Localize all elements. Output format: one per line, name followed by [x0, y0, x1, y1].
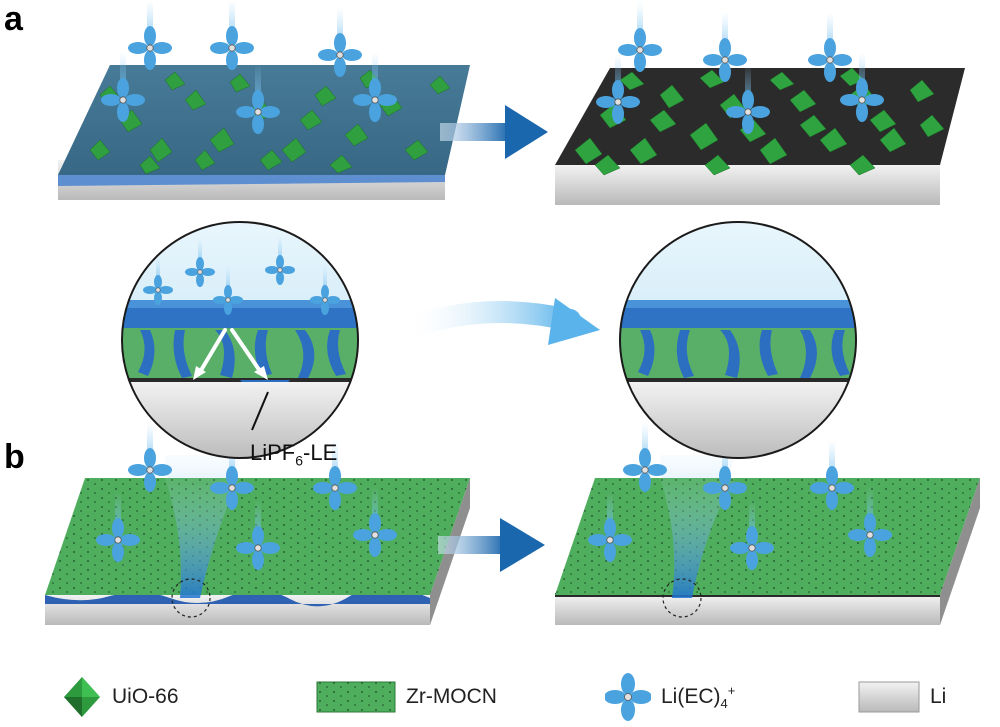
transform-arrow-b: [438, 518, 545, 572]
legend: UiO-66 Zr-MOCN Li(EC)4+ Li: [0, 672, 1000, 727]
panel-label-a: a: [4, 0, 23, 38]
green-dotted-slab-icon: [316, 681, 396, 713]
panel-a-left-slab: [58, 0, 470, 200]
legend-item-li: Li: [858, 672, 946, 722]
zoom-circle-right: [619, 221, 857, 459]
schematic-illustration: [45, 0, 980, 625]
transform-arrow-a: [440, 105, 548, 159]
panel-b-left-slab: [45, 421, 470, 625]
panel-b-right-slab: [555, 421, 980, 625]
panel-a-right-slab: [555, 1, 965, 205]
blue-flower-ion-icon: [605, 673, 651, 721]
grey-metal-block-icon: [858, 681, 920, 713]
legend-item-zrmocn: Zr-MOCN: [316, 672, 497, 722]
green-octahedron-icon: [64, 677, 100, 717]
legend-label-zrmocn: Zr-MOCN: [406, 685, 497, 708]
legend-item-uio66: UiO-66: [62, 672, 179, 722]
curved-arrow: [394, 298, 600, 345]
legend-item-liec4: Li(EC)4+: [605, 672, 735, 722]
legend-label-liec4: Li(EC)4+: [661, 682, 736, 712]
legend-label-li: Li: [930, 685, 947, 708]
panel-label-b: b: [4, 438, 25, 476]
lipf6-le-label: LiPF6-LE: [250, 440, 338, 469]
zoom-circle-left: [121, 221, 359, 459]
legend-label-uio66: UiO-66: [112, 685, 179, 708]
